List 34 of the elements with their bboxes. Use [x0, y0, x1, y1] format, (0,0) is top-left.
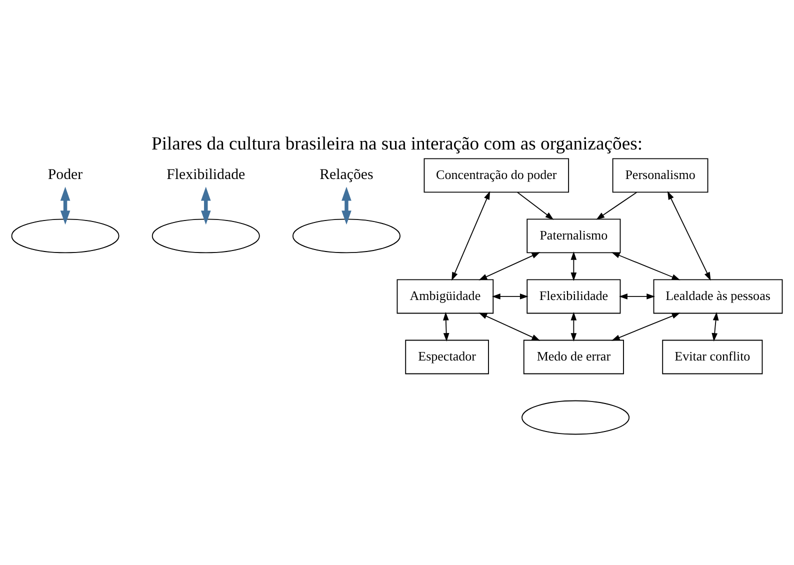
arrow — [452, 191, 490, 281]
arrow — [200, 186, 211, 225]
arrow — [442, 312, 450, 342]
arrow — [60, 186, 70, 225]
arrow — [570, 312, 577, 342]
node-ellipse — [152, 218, 260, 254]
arrow — [342, 186, 352, 225]
node-box: Ambigüidade — [396, 279, 494, 314]
arrow — [478, 252, 540, 280]
arrow — [492, 294, 528, 300]
arrow — [478, 312, 540, 341]
node-box: Paternalismo — [526, 218, 621, 254]
arrow — [611, 252, 680, 280]
arrow — [611, 312, 680, 341]
node-text: Flexibilidade — [166, 166, 246, 183]
arrow — [596, 192, 638, 220]
arrow — [667, 191, 711, 281]
arrow — [570, 252, 577, 281]
arrow — [517, 192, 554, 220]
arrow — [619, 294, 656, 300]
node-box: Personalismo — [612, 158, 708, 193]
node-ellipse — [11, 218, 120, 254]
node-ellipse — [292, 218, 400, 254]
node-box: Concentração do poder — [424, 158, 570, 193]
diagram-title: Pilares da cultura brasileira na sua interação com as organizações: — [151, 133, 643, 154]
node-text: Relações — [320, 166, 374, 183]
node-ellipse — [522, 400, 630, 435]
node-text: Poder — [48, 166, 83, 183]
node-box: Medo de errar — [523, 340, 624, 374]
arrow — [712, 312, 719, 342]
node-box: Evitar conflito — [662, 340, 763, 374]
node-box: Flexibilidade — [526, 279, 621, 314]
node-box: Lealdade às pessoas — [653, 279, 783, 314]
node-box: Espectador — [405, 340, 489, 374]
